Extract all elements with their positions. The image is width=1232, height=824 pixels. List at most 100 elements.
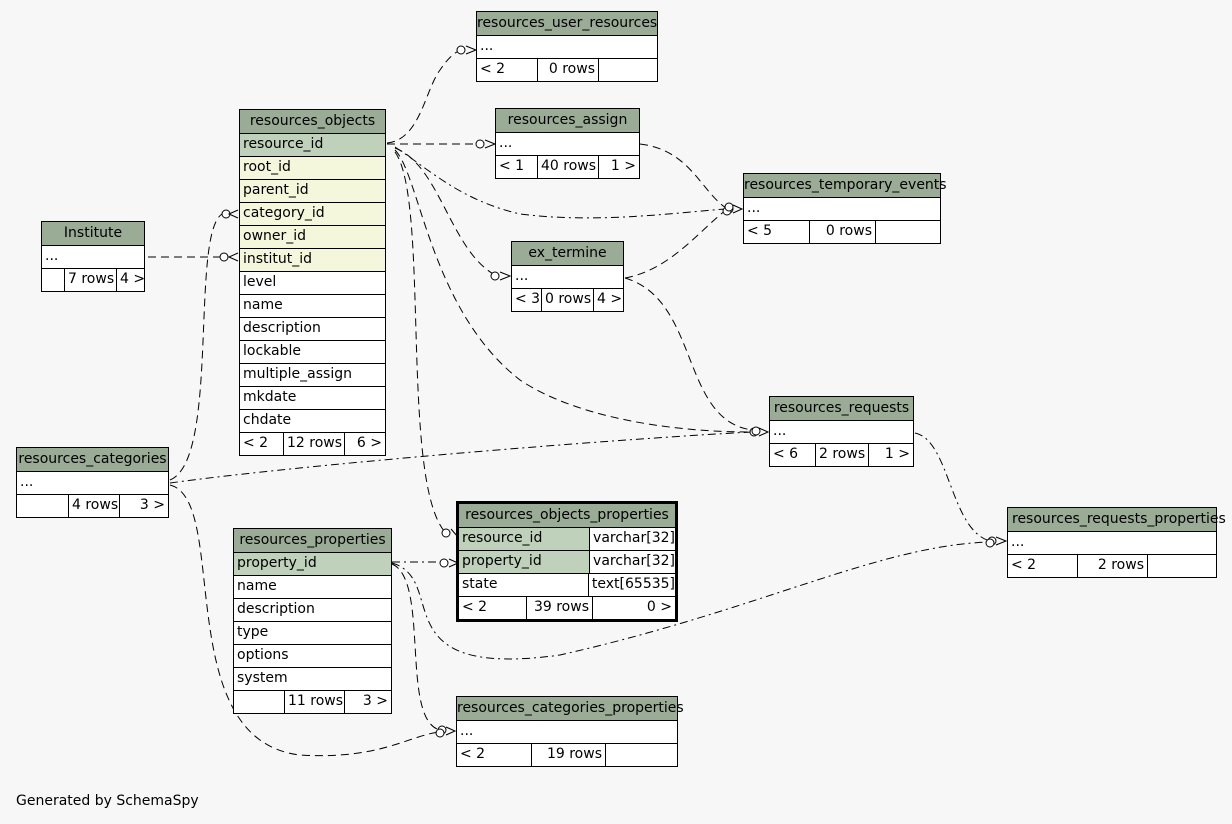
table-resources-requests[interactable]: resources_requests ... < 6 2 rows 1 > [769,396,914,467]
optional-marker [724,202,734,212]
column-property-id: property_id [234,553,391,576]
table-stats: < 6 2 rows 1 > [770,444,913,466]
row-count: 2 rows [816,444,869,466]
column-level: level [240,272,385,295]
column-parent-id: parent_id [240,180,385,203]
table-resources-assign[interactable]: resources_assign ... < 1 40 rows 1 > [495,108,640,179]
parents-count: < 5 [744,221,810,243]
link-extermine-requests [624,277,753,431]
optional-marker [456,45,466,55]
table-title: resources_objects [240,110,385,134]
column-placeholder: ... [17,472,168,495]
table-ex-termine[interactable]: ex_termine ... < 3 0 rows 4 > [511,241,624,312]
table-institute[interactable]: Institute ... 7 rows 4 > [41,221,145,292]
row-count: 7 rows [65,269,117,291]
column-system: system [234,668,391,691]
column-mkdate: mkdate [240,387,385,410]
table-title: resources_categories [17,448,168,472]
children-count: 6 > [356,435,382,451]
table-resources-objects-properties[interactable]: resources_objects_properties resource_id… [456,501,678,622]
table-stats: 4 rows 3 > [17,495,168,517]
link-assign-temporary-events [639,143,727,209]
column-property-id: property_id varchar[32] [459,551,675,574]
link-objects-user-resources [386,47,467,144]
column-category-id: category_id [240,203,385,226]
link-categories-categories-properties [169,484,441,757]
link-properties-categories-properties [391,563,441,731]
children-count: 4 > [120,271,146,287]
link-objects-objects-properties [394,151,446,533]
table-resources-categories-properties[interactable]: resources_categories_properties ... < 2 … [456,696,684,767]
generated-by-credit: Generated by SchemaSpy [16,793,199,809]
children-count [1148,555,1216,577]
optional-marker [439,558,449,568]
column-type: type [234,622,391,645]
crowfoot-marker [227,209,239,219]
parents-count: < 2 [477,59,538,81]
column-resource-id: resource_id varchar[32] [459,528,675,551]
row-count: 40 rows [538,156,599,178]
crowfoot-marker [465,45,478,55]
optional-marker [435,728,445,738]
column-placeholder: ... [744,198,940,221]
parents-count: < 3 [512,289,542,311]
optional-marker [985,538,995,548]
parents-count [17,495,69,517]
table-title: resources_assign [496,109,639,133]
row-count: 0 rows [542,289,594,311]
row-count: 2 rows [1078,555,1148,577]
table-title: resources_requests [770,397,913,421]
crowfoot-marker [499,271,512,281]
row-count: 0 rows [538,59,599,81]
column-owner-id: owner_id [240,226,385,249]
children-count: 3 > [139,497,165,513]
column-placeholder: ... [770,421,913,444]
table-title: resources_requests_properties [1008,508,1226,532]
column-options: options [234,645,391,668]
column-name: name [234,576,391,599]
table-resources-properties[interactable]: resources_properties property_id name de… [233,528,392,714]
table-title: resources_categories_properties [457,697,684,721]
optional-marker [441,528,451,538]
row-count: 11 rows [285,691,345,713]
crowfoot-marker [227,252,239,262]
optional-marker [219,252,229,262]
parents-count: < 2 [1008,555,1078,577]
row-count: 4 rows [69,495,120,517]
column-state: state text[65535] [459,574,675,597]
table-title: Institute [42,222,144,246]
children-count: 1 > [884,446,910,462]
table-resources-objects[interactable]: resources_objects resource_id root_id pa… [239,109,386,456]
table-resources-temporary-events[interactable]: resources_temporary_events ... < 5 0 row… [743,173,947,244]
children-count [876,221,940,243]
table-stats: < 3 0 rows 4 > [512,289,623,311]
parents-count: < 2 [457,744,532,766]
parents-count: < 2 [459,597,527,619]
parents-count [42,269,65,291]
table-stats: < 2 2 rows [1008,555,1216,577]
column-name: resource_id [459,528,591,550]
column-root-id: root_id [240,157,385,180]
table-stats: < 2 0 rows [477,59,657,81]
parents-count: < 2 [240,433,284,455]
table-title: resources_temporary_events [744,174,947,198]
children-count [599,59,657,81]
column-placeholder: ... [496,133,639,156]
column-type: varchar[32] [590,528,675,550]
table-stats: < 5 0 rows [744,221,940,243]
column-placeholder: ... [477,36,657,59]
table-resources-requests-properties[interactable]: resources_requests_properties ... < 2 2 … [1007,507,1226,578]
table-title: resources_user_resources [477,12,657,36]
column-placeholder: ... [1008,532,1216,555]
table-resources-categories[interactable]: resources_categories ... 4 rows 3 > [16,447,169,518]
crowfoot-marker [758,427,770,437]
children-count: 3 > [362,693,388,709]
column-description: description [234,599,391,622]
column-name: state [459,574,589,596]
table-stats: < 2 39 rows 0 > [459,597,675,619]
column-institut-id: institut_id [240,249,385,272]
table-title: ex_termine [512,242,623,266]
children-count: 4 > [597,291,623,307]
table-resources-user-resources[interactable]: resources_user_resources ... < 2 0 rows [476,11,658,82]
column-placeholder: ... [457,721,677,744]
